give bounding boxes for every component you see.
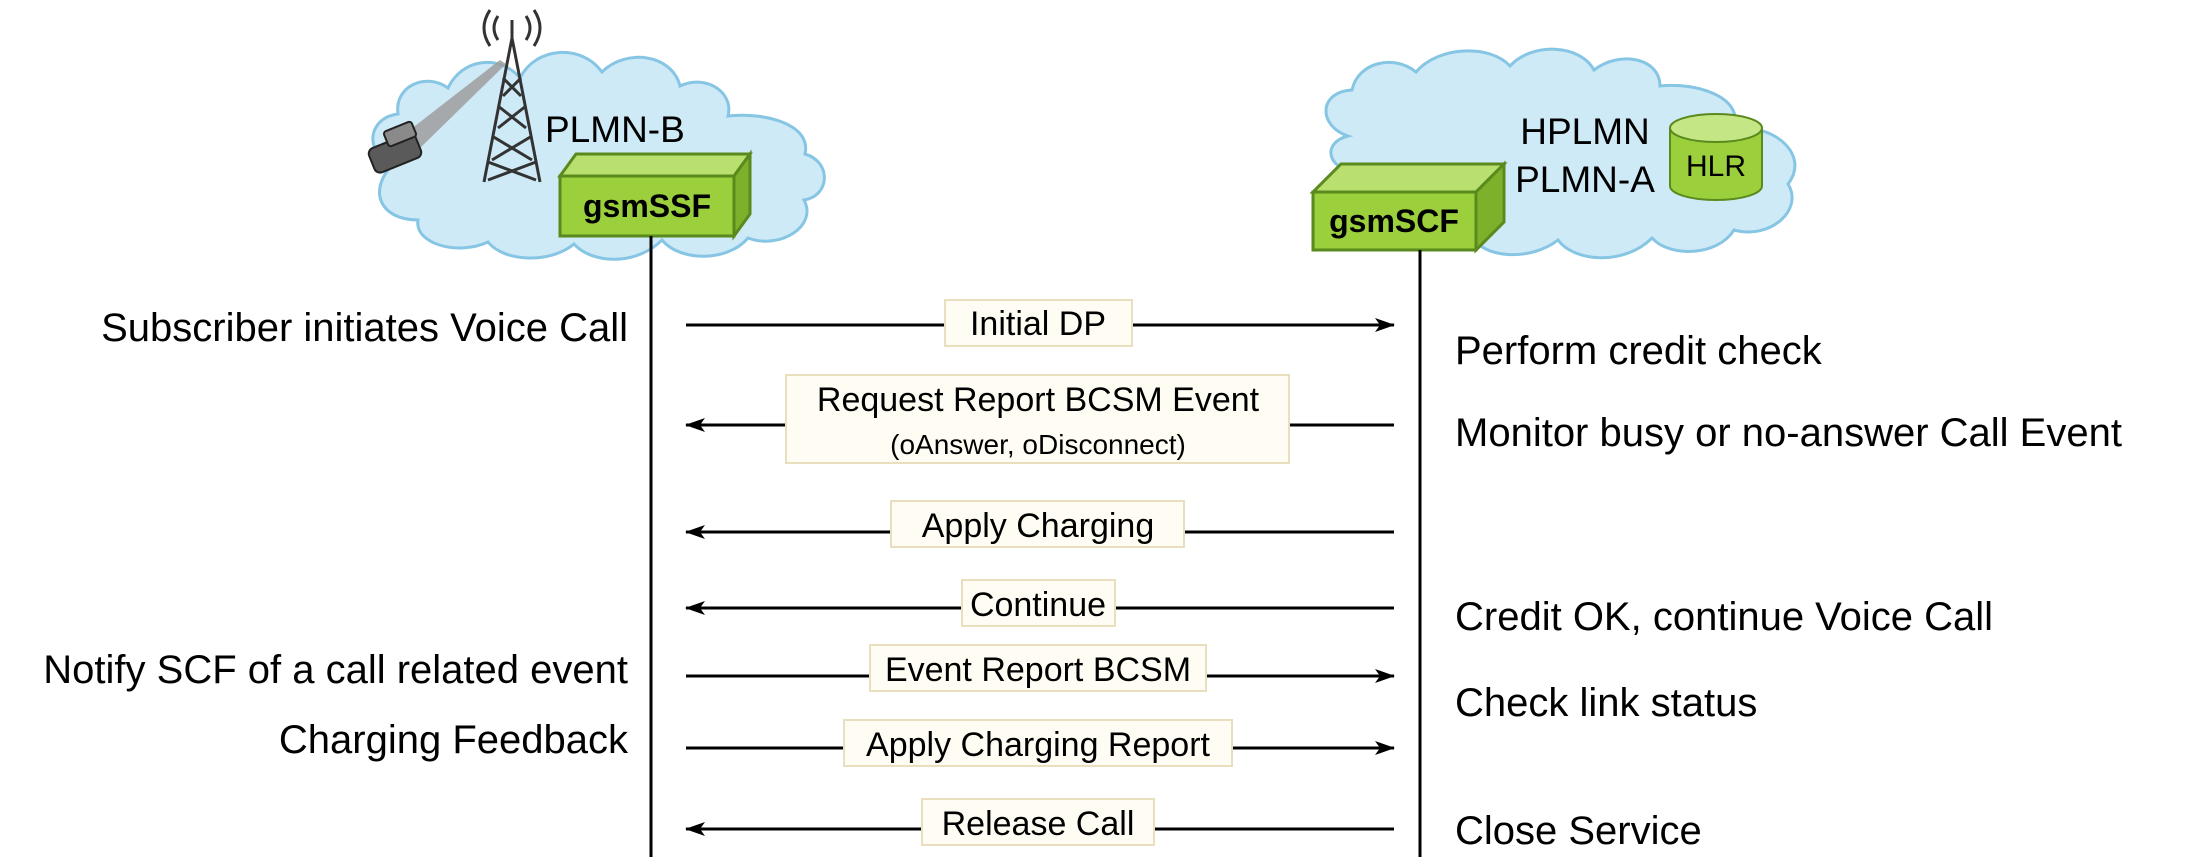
message-apply-charging: Apply Charging: [685, 500, 1394, 548]
right-note-credit-check: Perform credit check: [1455, 329, 1823, 373]
message-label: Initial DP: [970, 305, 1106, 343]
left-note-notify-scf: Notify SCF of a call related event: [43, 648, 628, 692]
message-initial-dp: Initial DP: [686, 299, 1395, 347]
right-note-credit-ok: Credit OK, continue Voice Call: [1455, 595, 1993, 639]
gsmssf-label: gsmSSF: [583, 188, 711, 224]
right-node: HPLMN PLMN-A HLR gsmSCF: [1309, 47, 1797, 260]
message-request-report-bcsm: Request Report BCSM Event (oAnswer, oDis…: [685, 374, 1394, 464]
mobile-phone-icon: [367, 120, 423, 174]
right-note-check-link: Check link status: [1455, 681, 1757, 725]
left-node: PLMN-B gsmSSF: [367, 9, 826, 261]
plmn-b-label: PLMN-B: [545, 109, 685, 150]
message-continue: Continue: [685, 579, 1394, 627]
plmn-a-label: PLMN-A: [1515, 159, 1655, 200]
message-label: Release Call: [942, 805, 1135, 843]
left-note-charging-feedback: Charging Feedback: [279, 718, 629, 762]
message-sublabel: (oAnswer, oDisconnect): [890, 429, 1186, 460]
hplmn-label: HPLMN: [1520, 111, 1650, 152]
left-note-subscriber-initiates: Subscriber initiates Voice Call: [101, 306, 628, 350]
message-event-report-bcsm: Event Report BCSM: [686, 644, 1395, 692]
radio-tower-icon: [482, 9, 542, 183]
right-note-close-service: Close Service: [1455, 809, 1702, 853]
message-label: Continue: [970, 586, 1106, 624]
message-label: Apply Charging: [922, 507, 1154, 545]
gsmscf-box: gsmSCF: [1309, 160, 1508, 254]
message-label: Event Report BCSM: [885, 651, 1191, 689]
gsmssf-box: gsmSSF: [557, 149, 753, 241]
right-note-monitor-busy: Monitor busy or no-answer Call Event: [1455, 411, 2122, 455]
message-label: Request Report BCSM Event: [817, 381, 1260, 419]
message-label: Apply Charging Report: [866, 726, 1211, 764]
hlr-label: HLR: [1686, 150, 1746, 183]
message-release-call: Release Call: [685, 798, 1394, 846]
database-icon: HLR: [1669, 113, 1763, 201]
message-apply-charging-report: Apply Charging Report: [686, 719, 1395, 767]
radio-beam: [402, 60, 506, 150]
gsmscf-label: gsmSCF: [1329, 203, 1459, 239]
